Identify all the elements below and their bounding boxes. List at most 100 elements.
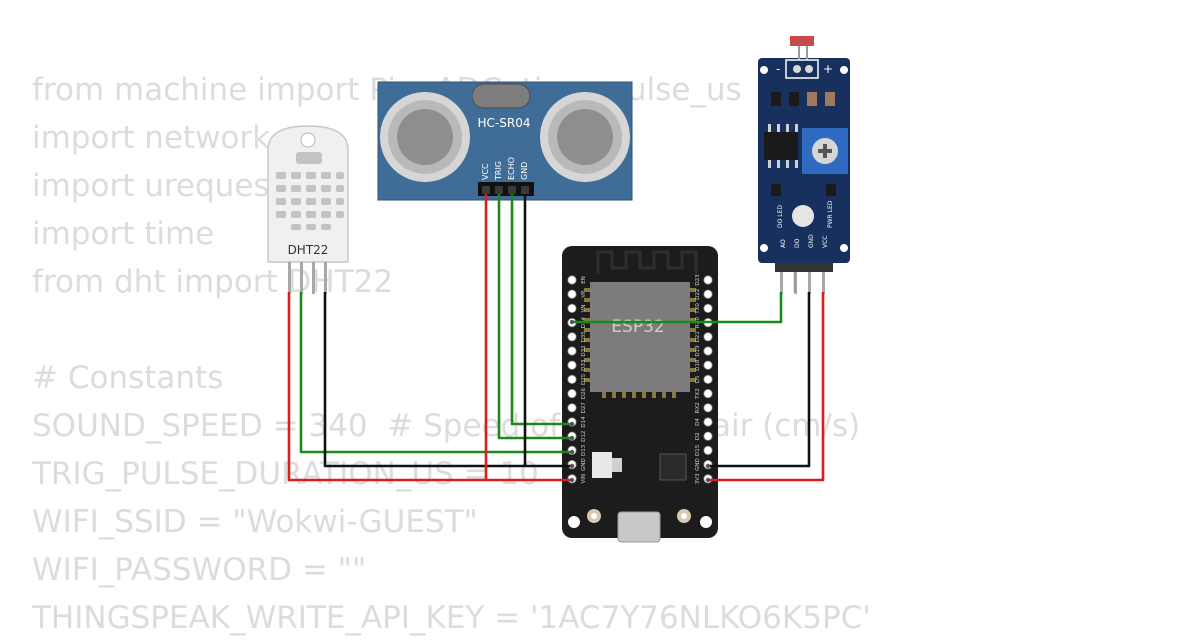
- ldr-plus-label: +: [823, 62, 833, 76]
- esp32-pin-hole[interactable]: [703, 417, 713, 427]
- ldr-do-led-label: DO LED: [777, 205, 784, 228]
- esp32-pin-label-right: TX0: [695, 303, 701, 315]
- wire-dht22-vcc[interactable]: [287, 292, 572, 482]
- ldr-module[interactable]: - + DO LED PWR LED AO DO GND VCC: [758, 36, 850, 294]
- led-icon: [792, 205, 814, 227]
- esp32-pin-label-left: D14: [581, 416, 587, 428]
- esp32-pin-hole[interactable]: [567, 360, 577, 370]
- esp32-pin-label-left: D25: [581, 373, 587, 385]
- esp32-pin-label-right: D19: [695, 345, 701, 357]
- esp32-pin-hole[interactable]: [703, 275, 713, 285]
- comparator-chip-icon: [764, 132, 798, 160]
- hcsr04-pin-vcc: VCC: [481, 163, 490, 180]
- button-boot[interactable]: [587, 509, 601, 523]
- dht22-grille: [276, 152, 344, 230]
- esp32-pin-label-left: D35: [581, 331, 587, 343]
- esp32-pin-label-right: D23: [695, 274, 701, 286]
- usb-port-icon: [617, 511, 661, 543]
- esp32-pin-label-left: VIN: [581, 474, 587, 484]
- photoresistor-icon: [790, 36, 814, 46]
- esp32-pin-label-left: D27: [581, 402, 587, 414]
- code-line: import time: [32, 216, 215, 252]
- esp32-pin-hole[interactable]: [703, 431, 713, 441]
- esp32-pin-label-left: D33: [581, 359, 587, 371]
- code-line: WIFI_SSID = "Wokwi-GUEST": [32, 504, 478, 540]
- wire-endpoint: [705, 477, 711, 483]
- wire-endpoint: [569, 435, 575, 441]
- esp32-pin-label-right: TX2: [695, 388, 701, 400]
- ldr-pin-gnd: GND: [808, 234, 815, 248]
- wire-hcsr04-echo[interactable]: [510, 194, 572, 426]
- esp32-pin-hole[interactable]: [567, 403, 577, 413]
- usb-chip-icon: [659, 453, 687, 481]
- esp32-pin-hole[interactable]: [703, 303, 713, 313]
- esp32-pin-hole[interactable]: [703, 346, 713, 356]
- esp32-pin-label-left: D32: [581, 345, 587, 356]
- ldr-minus-label: -: [776, 62, 780, 76]
- button-en[interactable]: [677, 509, 691, 523]
- esp32-pin-hole[interactable]: [703, 332, 713, 342]
- esp32-pin-hole[interactable]: [703, 445, 713, 455]
- wire-endpoints: [569, 319, 711, 483]
- esp32-pin-label-right: GND: [695, 458, 701, 471]
- hcsr04-label: HC-SR04: [478, 116, 531, 130]
- ldr-pwr-led-label: PWR LED: [827, 200, 834, 228]
- mount-hole-icon: [700, 516, 712, 528]
- wire-endpoint: [569, 319, 575, 325]
- esp32-pin-hole[interactable]: [567, 289, 577, 299]
- esp32-pin-label-left: GND: [581, 458, 587, 471]
- esp32-module-shield: [590, 282, 690, 392]
- potentiometer-knob[interactable]: [802, 128, 848, 174]
- esp32-pin-hole[interactable]: [567, 303, 577, 313]
- esp32-pin-hole[interactable]: [703, 403, 713, 413]
- esp32-pin-hole[interactable]: [567, 374, 577, 384]
- wires: [287, 194, 825, 482]
- esp32-pin-hole[interactable]: [567, 346, 577, 356]
- wire-endpoint: [569, 421, 575, 427]
- ldr-pin-vcc: VCC: [822, 236, 829, 248]
- esp32-pin-hole[interactable]: [703, 374, 713, 384]
- hcsr04-pin-trig: TRIG: [494, 161, 503, 181]
- esp32-board[interactable]: ESP32 ENVPVND34D35D32D33D25D26D27D14D12D…: [562, 246, 718, 543]
- code-line: # Constants: [32, 360, 224, 396]
- esp32-label: ESP32: [611, 317, 664, 337]
- esp32-right-header: D23D22TX0RX0D21D19D18D5TX2RX2D4D2D15GND3…: [695, 274, 713, 484]
- ldr-pin-ao: AO: [780, 239, 787, 248]
- esp32-module-pads: [584, 288, 696, 398]
- wire-ldr-gnd[interactable]: [708, 292, 811, 468]
- wire-hcsr04-trig[interactable]: [497, 194, 572, 440]
- wire-dht22-data[interactable]: [299, 292, 572, 454]
- esp32-pin-hole[interactable]: [703, 360, 713, 370]
- esp32-pin-hole[interactable]: [703, 388, 713, 399]
- esp32-pin-hole[interactable]: [703, 289, 713, 299]
- dht22-sensor[interactable]: DHT22: [267, 125, 349, 294]
- code-line: from dht import DHT22: [32, 264, 394, 300]
- esp32-pin-hole[interactable]: [567, 388, 577, 399]
- hcsr04-transducer-right: [540, 92, 630, 182]
- esp32-pin-hole[interactable]: [567, 332, 577, 342]
- esp32-pin-label-left: D26: [581, 387, 587, 399]
- wire-ldr-ao[interactable]: [572, 292, 783, 324]
- esp32-pin-label-left: EN: [581, 276, 587, 284]
- wire-endpoint: [705, 463, 711, 469]
- hcsr04-pin-echo: ECHO: [507, 157, 516, 180]
- wire-dht22-gnd[interactable]: [323, 292, 572, 468]
- wire-ldr-vcc[interactable]: [708, 292, 825, 482]
- esp32-pin-label-right: RX2: [695, 402, 701, 413]
- esp32-pin-label-left: D13: [581, 444, 587, 456]
- esp32-pin-label-left: VP: [581, 290, 587, 298]
- hcsr04-sensor[interactable]: HC-SR04 VCC TRIG ECHO GND: [377, 81, 633, 201]
- code-line: import network: [32, 120, 271, 156]
- code-line: WIFI_PASSWORD = "": [32, 552, 367, 588]
- ldr-pin-do: DO: [794, 238, 801, 248]
- esp32-pin-label-right: D21: [695, 331, 701, 342]
- esp32-pin-label-right: D18: [695, 359, 701, 371]
- esp32-pin-label-right: 3V3: [695, 473, 701, 484]
- esp32-pin-hole[interactable]: [567, 275, 577, 285]
- esp32-pin-label-right: D22: [695, 289, 701, 300]
- hcsr04-pin-gnd: GND: [520, 162, 529, 180]
- esp32-pin-label-left: D12: [581, 431, 587, 442]
- dht22-label: DHT22: [288, 243, 329, 257]
- wire-endpoint: [569, 463, 575, 469]
